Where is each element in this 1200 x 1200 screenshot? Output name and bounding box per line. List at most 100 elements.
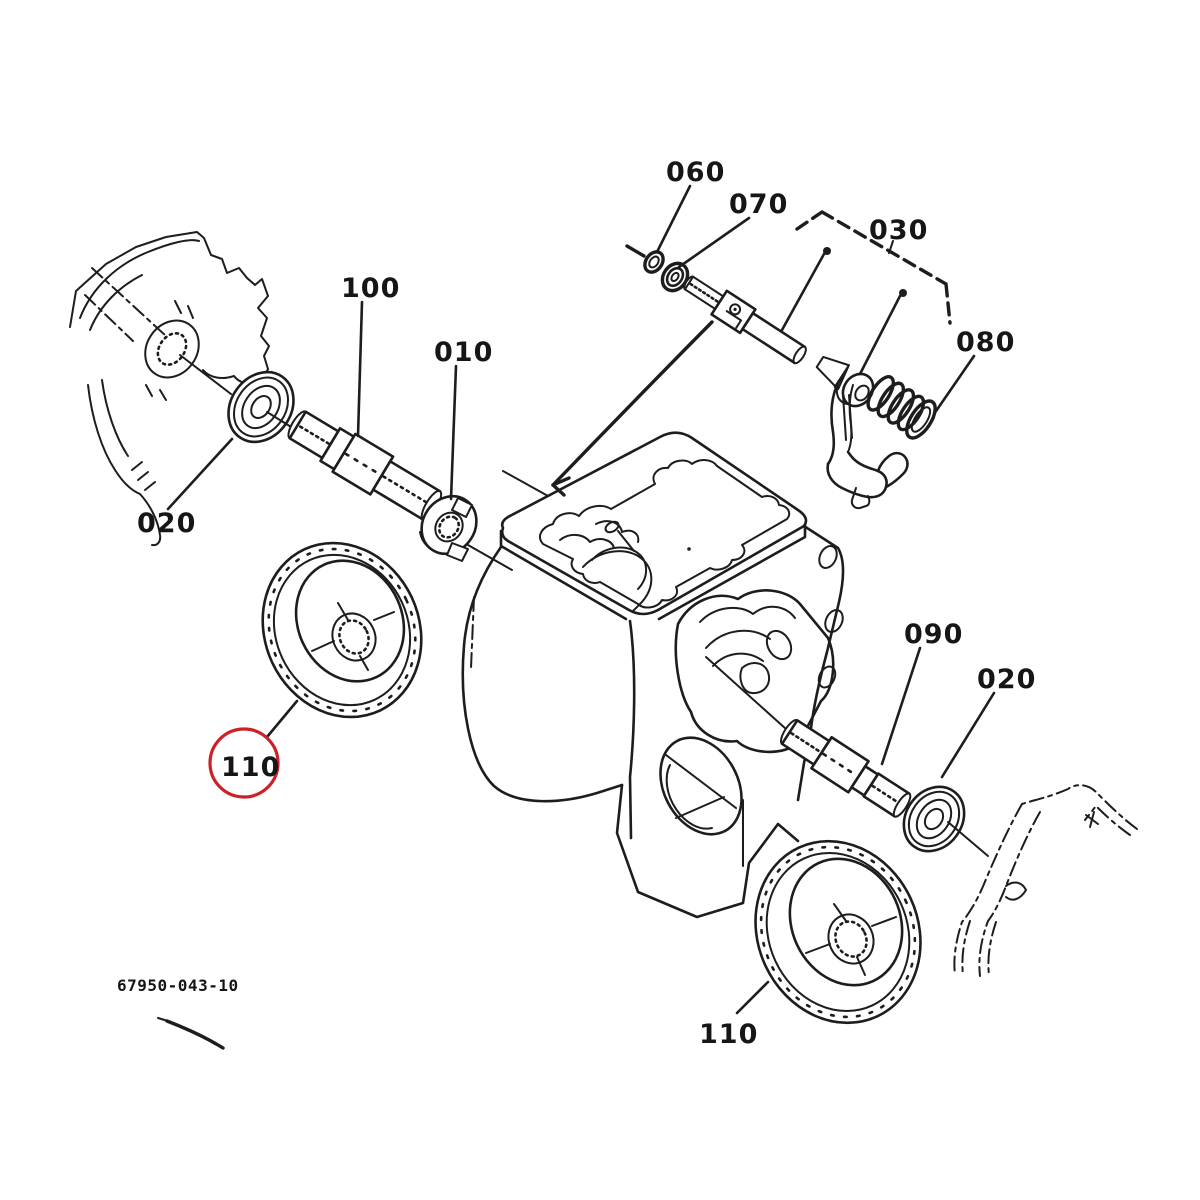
fork-jaw bbox=[826, 450, 888, 499]
axis-line-to-shaft-090 bbox=[705, 656, 787, 730]
leader-090 bbox=[880, 646, 922, 766]
leader-100 bbox=[356, 300, 364, 438]
shift-rod-group bbox=[625, 244, 807, 365]
crosshair bbox=[805, 903, 897, 976]
axis-tick bbox=[947, 821, 989, 857]
callout-020-right: 020 bbox=[977, 664, 1036, 695]
output-bore bbox=[659, 736, 743, 836]
fork-arm bbox=[826, 379, 841, 466]
transmission-case bbox=[461, 431, 845, 919]
spline-hatch bbox=[871, 784, 902, 806]
axis-line-to-housing bbox=[467, 544, 513, 571]
gear-110-lower bbox=[754, 839, 922, 1025]
boss bbox=[818, 545, 838, 569]
fork-seen-through-window bbox=[705, 629, 771, 667]
boss bbox=[824, 609, 844, 633]
flange-lip bbox=[499, 523, 807, 621]
spline-bore-hatch bbox=[437, 515, 461, 539]
boss bbox=[817, 665, 837, 689]
crosshair bbox=[311, 602, 395, 671]
tooth-flanks bbox=[267, 547, 417, 713]
leader-020-right bbox=[940, 691, 996, 779]
key-notch-bottom bbox=[446, 542, 469, 562]
tooth-roots bbox=[765, 852, 911, 1012]
shaft-100 bbox=[287, 410, 443, 521]
shift-rod bbox=[683, 275, 807, 365]
section-centerline bbox=[91, 267, 167, 337]
arrow-head bbox=[551, 476, 571, 497]
gear-110-upper bbox=[261, 541, 423, 719]
spring-080 bbox=[866, 375, 937, 440]
right-housing-fragment bbox=[953, 784, 1138, 977]
spline-hatch bbox=[790, 731, 822, 753]
spline-bore-hatch bbox=[156, 332, 188, 366]
tooth-roots bbox=[272, 553, 412, 707]
callout-080: 080 bbox=[956, 327, 1015, 358]
callout-030-bracket bbox=[780, 210, 952, 376]
callout-090: 090 bbox=[904, 619, 963, 650]
leader-060 bbox=[655, 184, 692, 254]
drawing-footer: 67950-043-10 bbox=[117, 976, 239, 1050]
thread-hatch bbox=[689, 282, 719, 303]
shaft-090 bbox=[779, 719, 912, 818]
fork-slot bbox=[842, 394, 853, 441]
cross-mark bbox=[1085, 811, 1099, 828]
collar-010 bbox=[419, 470, 549, 571]
detent-cone bbox=[815, 355, 850, 391]
face-edge bbox=[628, 619, 636, 840]
callout-010: 010 bbox=[434, 337, 493, 368]
callout-110-lower: 110 bbox=[699, 1019, 758, 1050]
axis-line-upper bbox=[502, 470, 549, 497]
o-ring-060 bbox=[643, 250, 665, 274]
drawing-number: 67950-043-10 bbox=[117, 976, 239, 995]
hatch-ticks bbox=[131, 461, 156, 491]
bearing-020-left bbox=[227, 370, 297, 444]
fork-window-opening bbox=[674, 589, 835, 754]
bore-ring bbox=[144, 319, 200, 379]
leader-to-fork bbox=[858, 294, 902, 376]
front-left-face bbox=[461, 545, 624, 803]
leader-070 bbox=[677, 216, 751, 269]
callout-labels: 060 070 030 080 100 010 020 110 090 020 … bbox=[137, 157, 1036, 1050]
leader-110-lower bbox=[735, 980, 770, 1015]
leader-080 bbox=[932, 354, 976, 416]
fork-prong bbox=[876, 451, 909, 489]
leader-020-left bbox=[166, 437, 234, 511]
red-highlight-circle bbox=[208, 727, 280, 799]
assembly-arrow bbox=[551, 320, 714, 497]
left-housing-fragment bbox=[69, 231, 270, 547]
top-face bbox=[500, 431, 808, 616]
callout-060: 060 bbox=[666, 157, 725, 188]
top-face-hole bbox=[604, 520, 620, 534]
leader-110-main bbox=[265, 699, 299, 739]
shift-fork-group bbox=[815, 355, 937, 510]
callout-leaders bbox=[166, 184, 996, 1015]
callout-110-highlighted: 110 bbox=[221, 752, 280, 783]
callout-020-left: 020 bbox=[137, 508, 196, 539]
leader-010 bbox=[449, 364, 458, 501]
pinion-teeth-hatch bbox=[821, 752, 859, 777]
gasket-line bbox=[539, 459, 791, 609]
leader-dot bbox=[823, 247, 831, 255]
long-spline-hatch bbox=[382, 475, 432, 506]
gear-teeth-hatch bbox=[344, 452, 382, 476]
spline-hatch bbox=[298, 425, 330, 445]
spline-bore-hatch bbox=[834, 920, 868, 958]
callout-100: 100 bbox=[341, 273, 400, 304]
claw-tabs bbox=[145, 300, 194, 401]
bearing-hump bbox=[582, 546, 653, 612]
callout-030: 030 bbox=[869, 215, 928, 246]
bearing-020-right bbox=[902, 785, 989, 857]
leader-dash bbox=[625, 244, 646, 258]
axis-line-to-bearing bbox=[179, 354, 232, 395]
key-notch-top bbox=[451, 497, 473, 518]
bottom-edge bbox=[615, 783, 800, 919]
bore-crosshair bbox=[665, 754, 737, 819]
pen-mark bbox=[165, 1019, 225, 1050]
callout-070: 070 bbox=[729, 189, 788, 220]
spline-bore-hatch bbox=[338, 619, 370, 655]
leader-dot bbox=[899, 289, 907, 297]
tooth-flanks bbox=[759, 845, 917, 1019]
